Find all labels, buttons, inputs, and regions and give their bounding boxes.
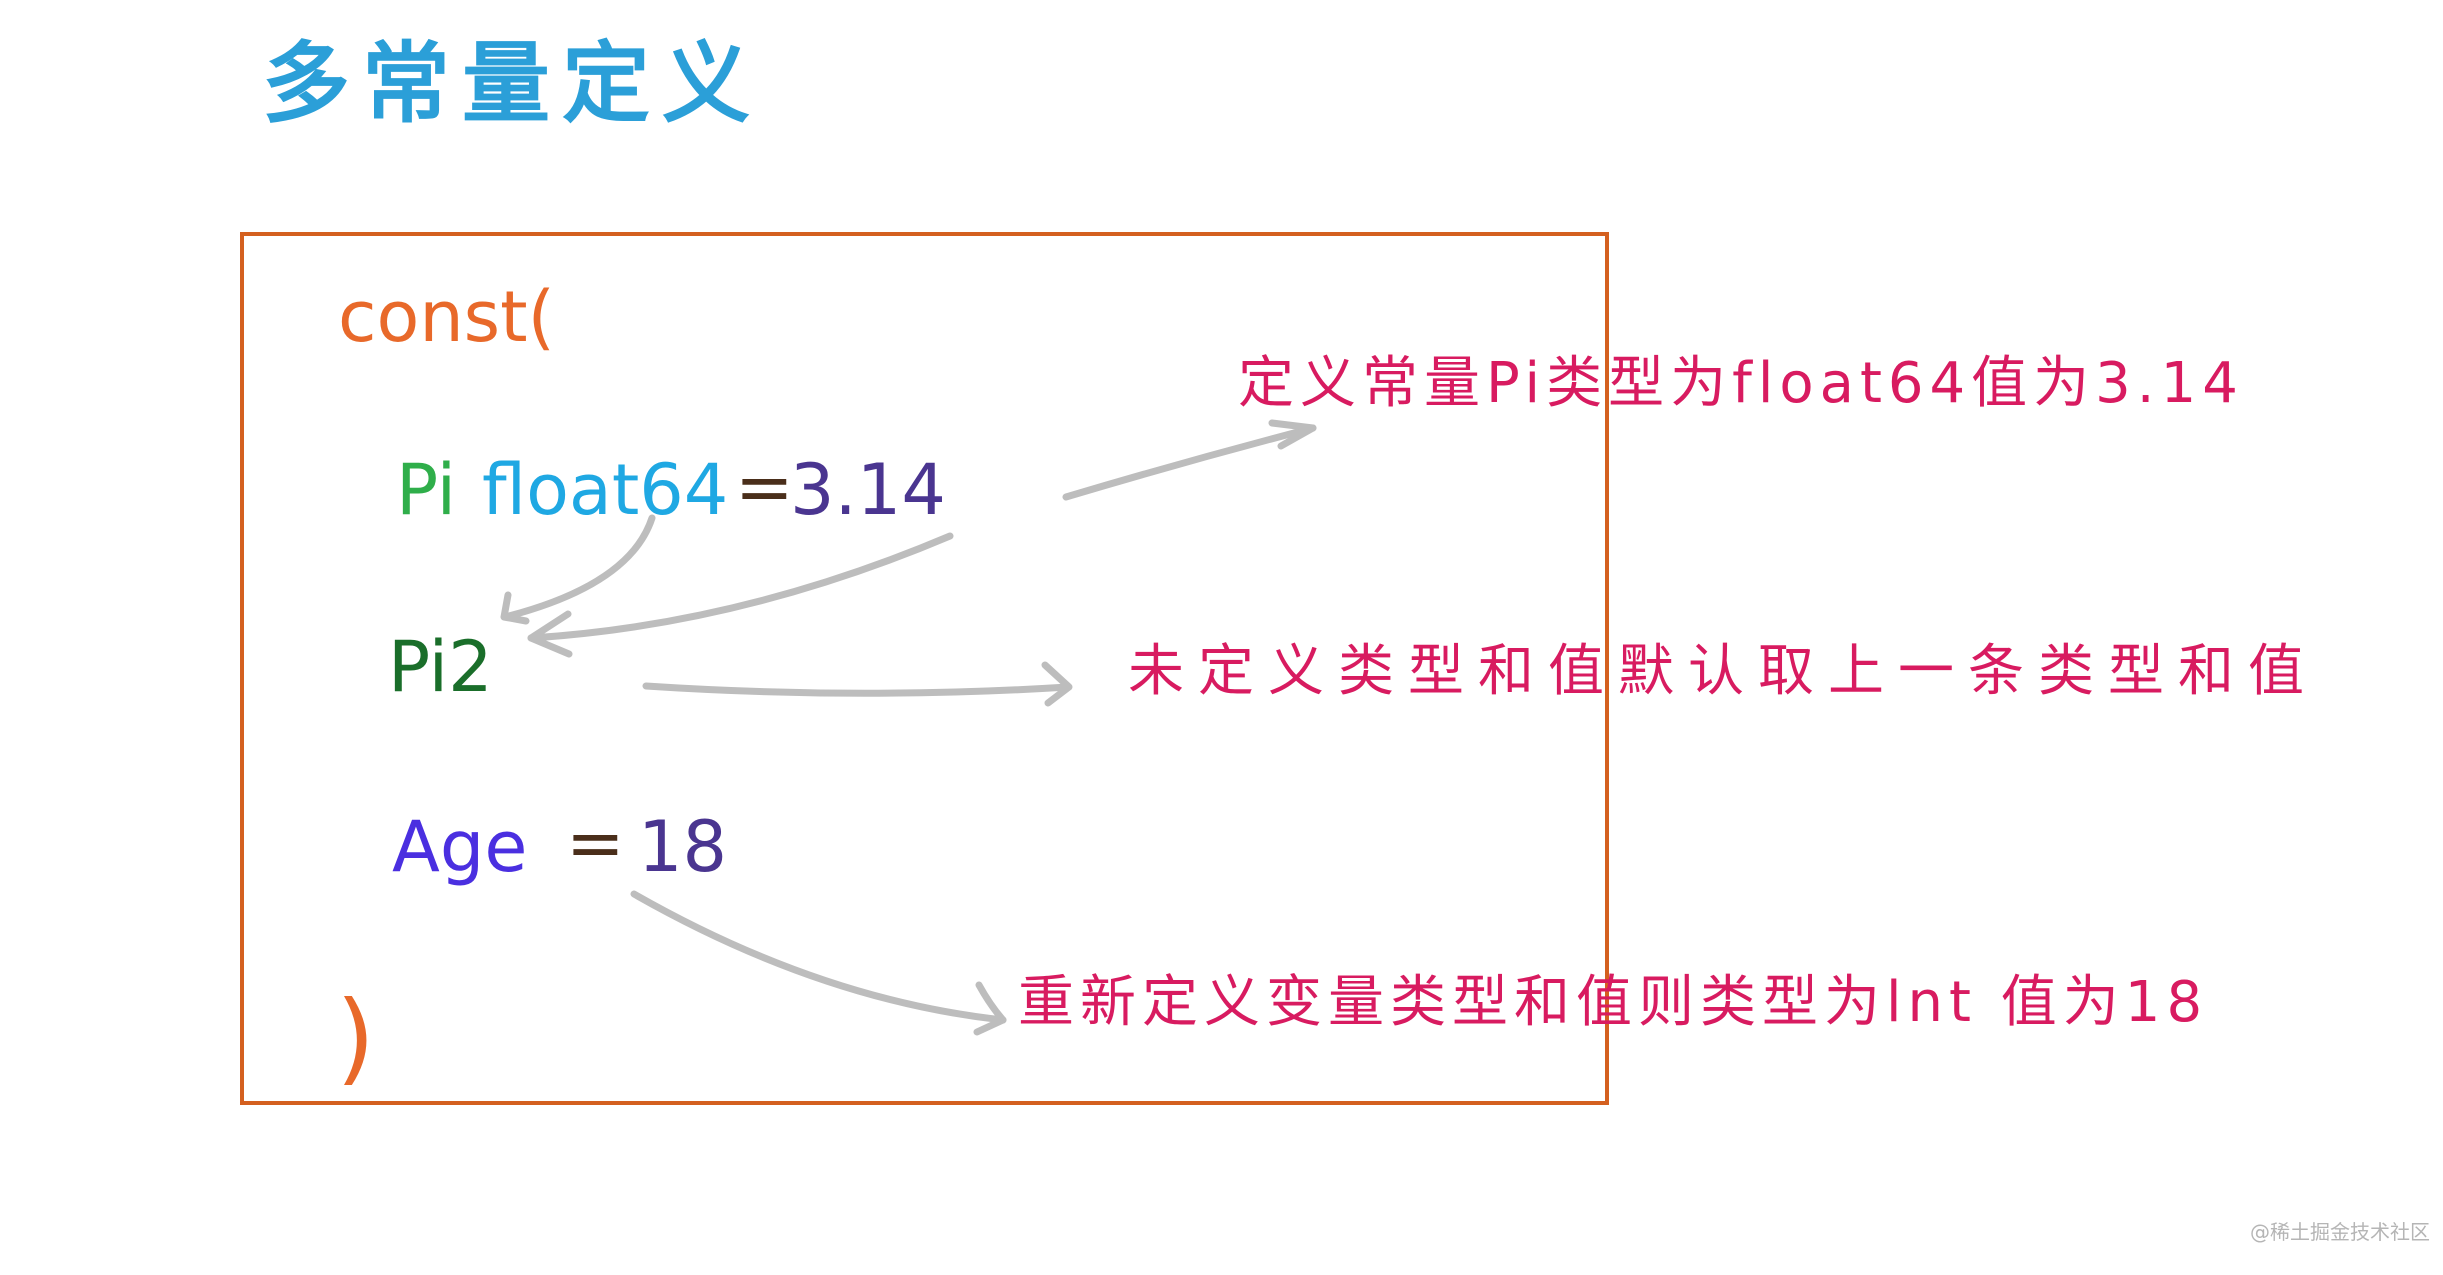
age-constant-name: Age [392, 806, 528, 888]
diagram-title: 多常量定义 [262, 32, 763, 135]
code-box [240, 232, 1609, 1105]
pi-constant-name: Pi [396, 449, 457, 531]
pi-constant-type: float64 [482, 449, 729, 531]
annotation-pi: 定义常量Pi类型为float64值为3.14 [1238, 351, 2244, 416]
pi2-constant-name: Pi2 [388, 626, 493, 708]
age-constant-value: 18 [638, 806, 728, 888]
const-close-paren: ) [336, 979, 376, 1096]
annotation-age: 重新定义变量类型和值则类型为lnt 值为18 [1018, 970, 2209, 1035]
age-equals-sign: = [566, 802, 625, 884]
pi-equals-sign: = [735, 446, 794, 528]
const-open-keyword: const( [338, 276, 555, 358]
pi-constant-value: 3.14 [790, 449, 946, 531]
watermark: @稀土掘金技术社区 [2250, 1220, 2430, 1244]
annotation-pi2: 未定义类型和值默认取上一条类型和值 [1128, 639, 2318, 704]
